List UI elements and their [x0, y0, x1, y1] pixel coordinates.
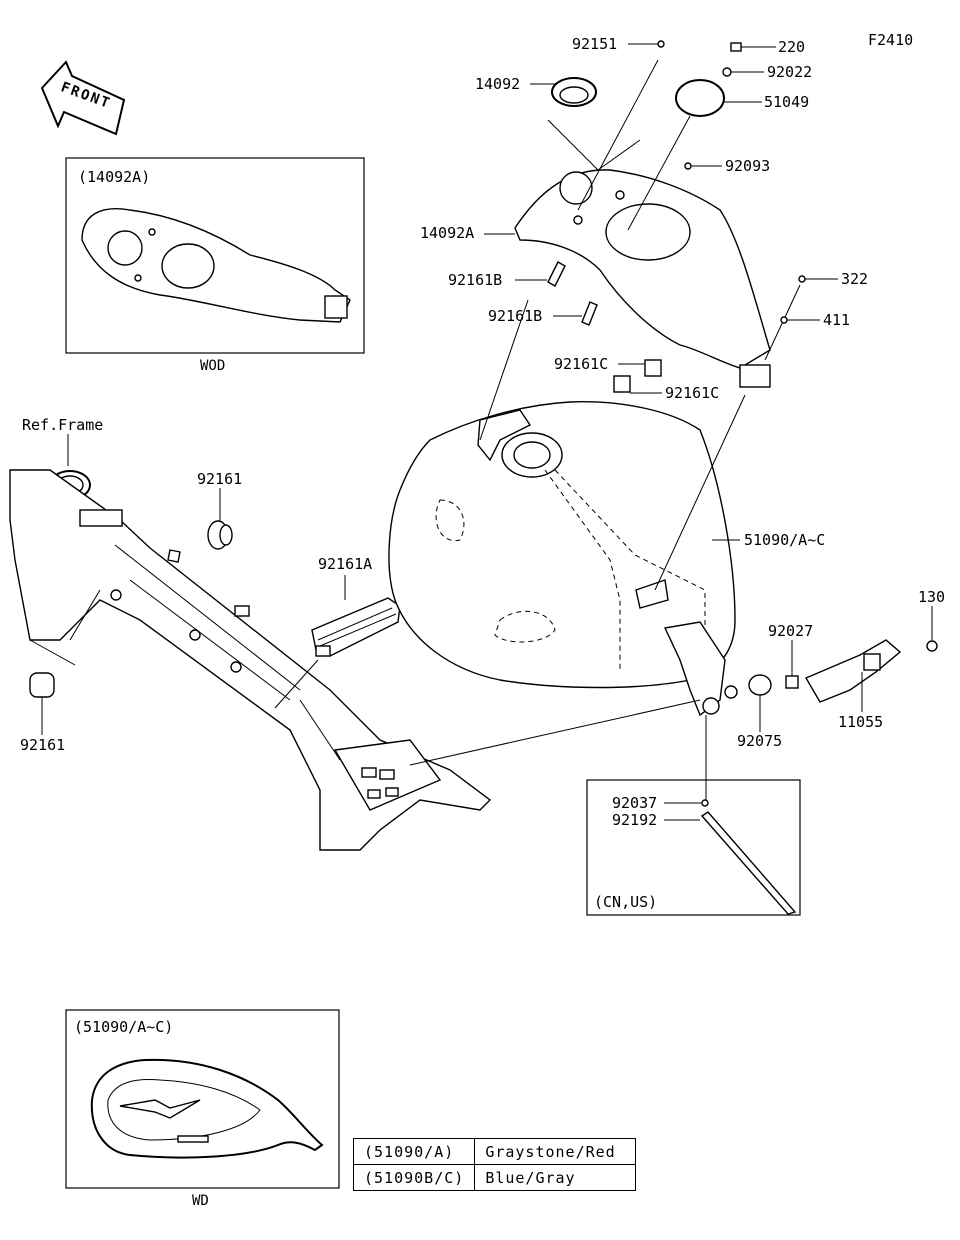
label-92093: 92093: [725, 157, 770, 175]
label-92161b-lower: 92161B: [488, 307, 542, 325]
part-220-screw: [730, 42, 776, 52]
label-92022: 92022: [767, 63, 812, 81]
label-92161a: 92161A: [318, 555, 372, 573]
label-92161-upper: 92161: [197, 470, 242, 488]
part-92161b-upper: [515, 261, 566, 287]
inset-tank-note: WD: [192, 1193, 209, 1209]
part-14092a-tank-cover: [484, 169, 771, 388]
ref-frame-label: Ref.Frame: [22, 416, 103, 434]
part-92161-rubber-lower: [29, 672, 55, 735]
part-130-bolt: [926, 606, 938, 652]
label-92037: 92037: [612, 794, 657, 812]
part-92161b-lower: [479, 299, 598, 441]
color-code-cell: (51090/A): [352, 1138, 476, 1165]
label-92161c-lower: 92161C: [665, 384, 719, 402]
color-row: (51090B/C) Blue/Gray: [352, 1164, 637, 1191]
part-11055-bracket: [804, 639, 902, 712]
inset-hose-label: (CN,US): [594, 893, 657, 911]
figure-code: F2410: [868, 31, 913, 49]
frame-drawing: [9, 469, 492, 851]
color-name-cell: Graystone/Red: [474, 1138, 637, 1165]
label-92151: 92151: [572, 35, 617, 53]
label-14092a: 14092A: [420, 224, 474, 242]
part-92161c-upper: [618, 359, 662, 377]
color-name-cell: Blue/Gray: [474, 1164, 637, 1191]
part-14092-ring: [530, 77, 641, 171]
inset-tank-wd: (51090/A~C) WD: [65, 1009, 340, 1209]
label-411: 411: [823, 311, 850, 329]
inset-hose-region: (CN,US): [586, 779, 801, 916]
label-11055: 11055: [838, 713, 883, 731]
label-14092: 14092: [475, 75, 520, 93]
part-92075-damper: [748, 674, 772, 732]
label-92027: 92027: [768, 622, 813, 640]
part-92027-collar: [785, 640, 799, 689]
part-92161-rubber-upper: [167, 488, 233, 563]
label-322: 322: [841, 270, 868, 288]
label-92161b-upper: 92161B: [448, 271, 502, 289]
color-row: (51090/A) Graystone/Red: [352, 1138, 637, 1165]
part-51090-fuel-tank: [388, 401, 740, 717]
inset-cover-note: WOD: [200, 358, 225, 374]
label-92161c-upper: 92161C: [554, 355, 608, 373]
part-92161a-pad: [274, 575, 401, 709]
label-51090: 51090/A~C: [744, 531, 825, 549]
front-direction-arrow: FRONT: [40, 60, 126, 136]
inset-cover-label: (14092A): [78, 168, 150, 186]
inset-tank-label: (51090/A~C): [74, 1018, 173, 1036]
color-variant-table: (51090/A) Graystone/Red (51090B/C) Blue/…: [352, 1138, 637, 1191]
part-92151-bolt: [577, 40, 665, 211]
label-130: 130: [918, 588, 945, 606]
label-92075: 92075: [737, 732, 782, 750]
label-92192: 92192: [612, 811, 657, 829]
label-220: 220: [778, 38, 805, 56]
color-code-cell: (51090B/C): [352, 1164, 476, 1191]
part-51049-cap: [627, 79, 762, 231]
part-92161c-lower: [613, 375, 662, 394]
part-92093-nut: [684, 162, 722, 170]
inset-cover-wod: (14092A) WOD: [65, 157, 365, 374]
part-92022-washer: [722, 67, 764, 77]
label-92161-lower: 92161: [20, 736, 65, 754]
label-51049: 51049: [764, 93, 809, 111]
part-411-washer: [780, 316, 820, 324]
